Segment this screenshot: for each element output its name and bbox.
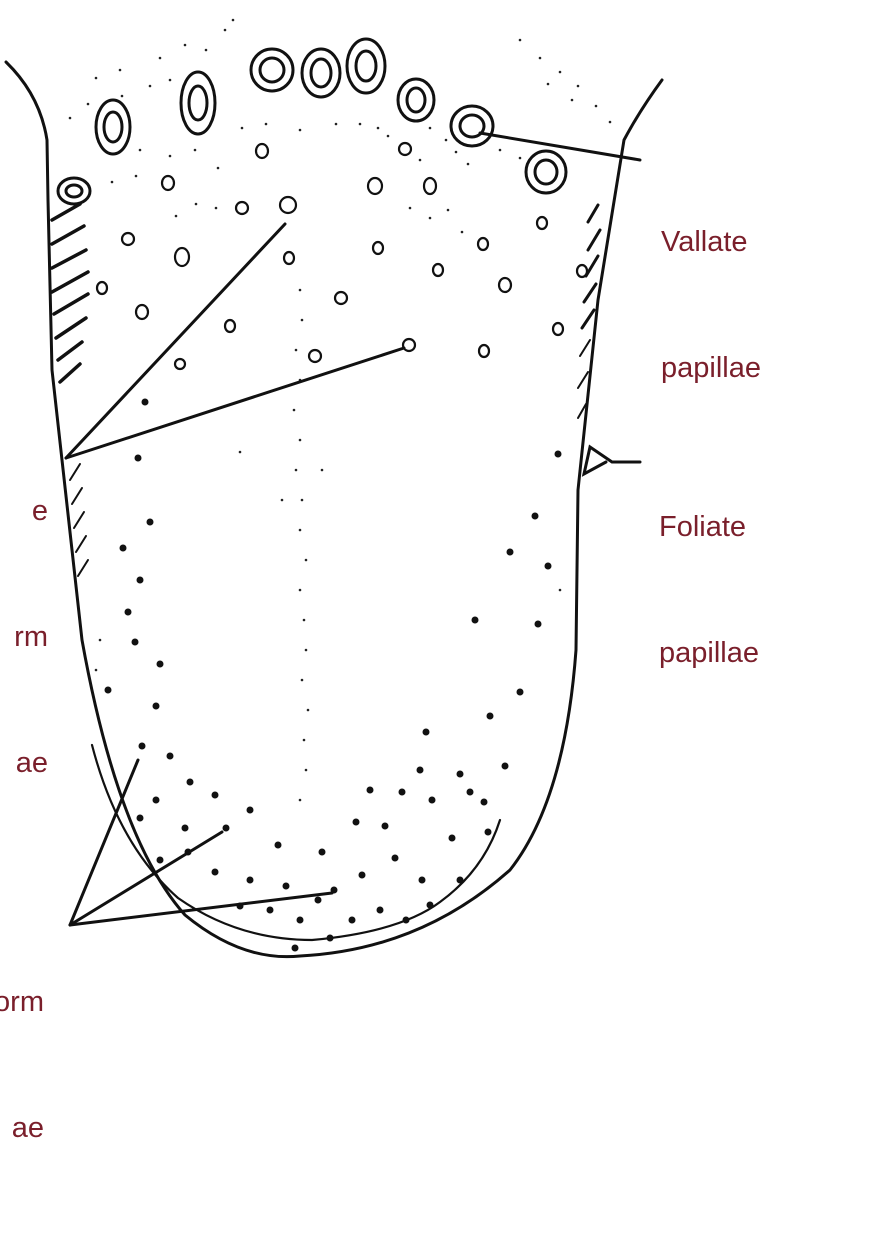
foliate-leader bbox=[581, 444, 642, 477]
filiform-label-line-2: ae bbox=[11, 1112, 44, 1144]
stipple-texture bbox=[68, 18, 612, 802]
foliate-label-line-2: papillae bbox=[659, 637, 759, 669]
tongue-inner-contour bbox=[90, 743, 502, 942]
fungiform-papillae bbox=[95, 141, 589, 371]
foliate-folds bbox=[50, 202, 90, 577]
fungiform-label-line-2: rm bbox=[14, 621, 48, 653]
vallate-leader bbox=[478, 131, 642, 162]
tongue-illustration bbox=[4, 18, 664, 959]
vallate-papillae-label: Vallate papillae bbox=[661, 137, 761, 473]
fungiform-leader-1 bbox=[64, 222, 287, 460]
filiform-label-line-1: orm bbox=[0, 986, 44, 1018]
fungiform-label-line-3: ae bbox=[15, 747, 48, 779]
fungiform-label-line-1: e bbox=[31, 495, 48, 527]
fungiform-leader-2 bbox=[64, 346, 406, 460]
vallate-papillae bbox=[56, 37, 568, 206]
filiform-leader-3 bbox=[68, 891, 334, 927]
tongue-outline bbox=[4, 60, 664, 959]
vallate-label-line-1: Vallate bbox=[661, 226, 748, 258]
filiform-leader-2 bbox=[68, 830, 224, 927]
filiform-papillae-label: orm ae bbox=[0, 897, 44, 1233]
vallate-label-line-2: papillae bbox=[661, 352, 761, 384]
foliate-folds-right bbox=[577, 203, 602, 419]
foliate-papillae-label: Foliate papillae bbox=[659, 422, 759, 758]
leader-lines bbox=[64, 131, 642, 927]
filiform-leader-1 bbox=[68, 758, 140, 927]
foliate-label-line-1: Foliate bbox=[659, 511, 747, 543]
filiform-papillae bbox=[104, 398, 562, 952]
fungiform-papillae-label: e rm ae bbox=[0, 406, 48, 868]
tongue-papillae-figure: Vallate papillae Foliate papillae e rm a… bbox=[0, 18, 761, 1144]
